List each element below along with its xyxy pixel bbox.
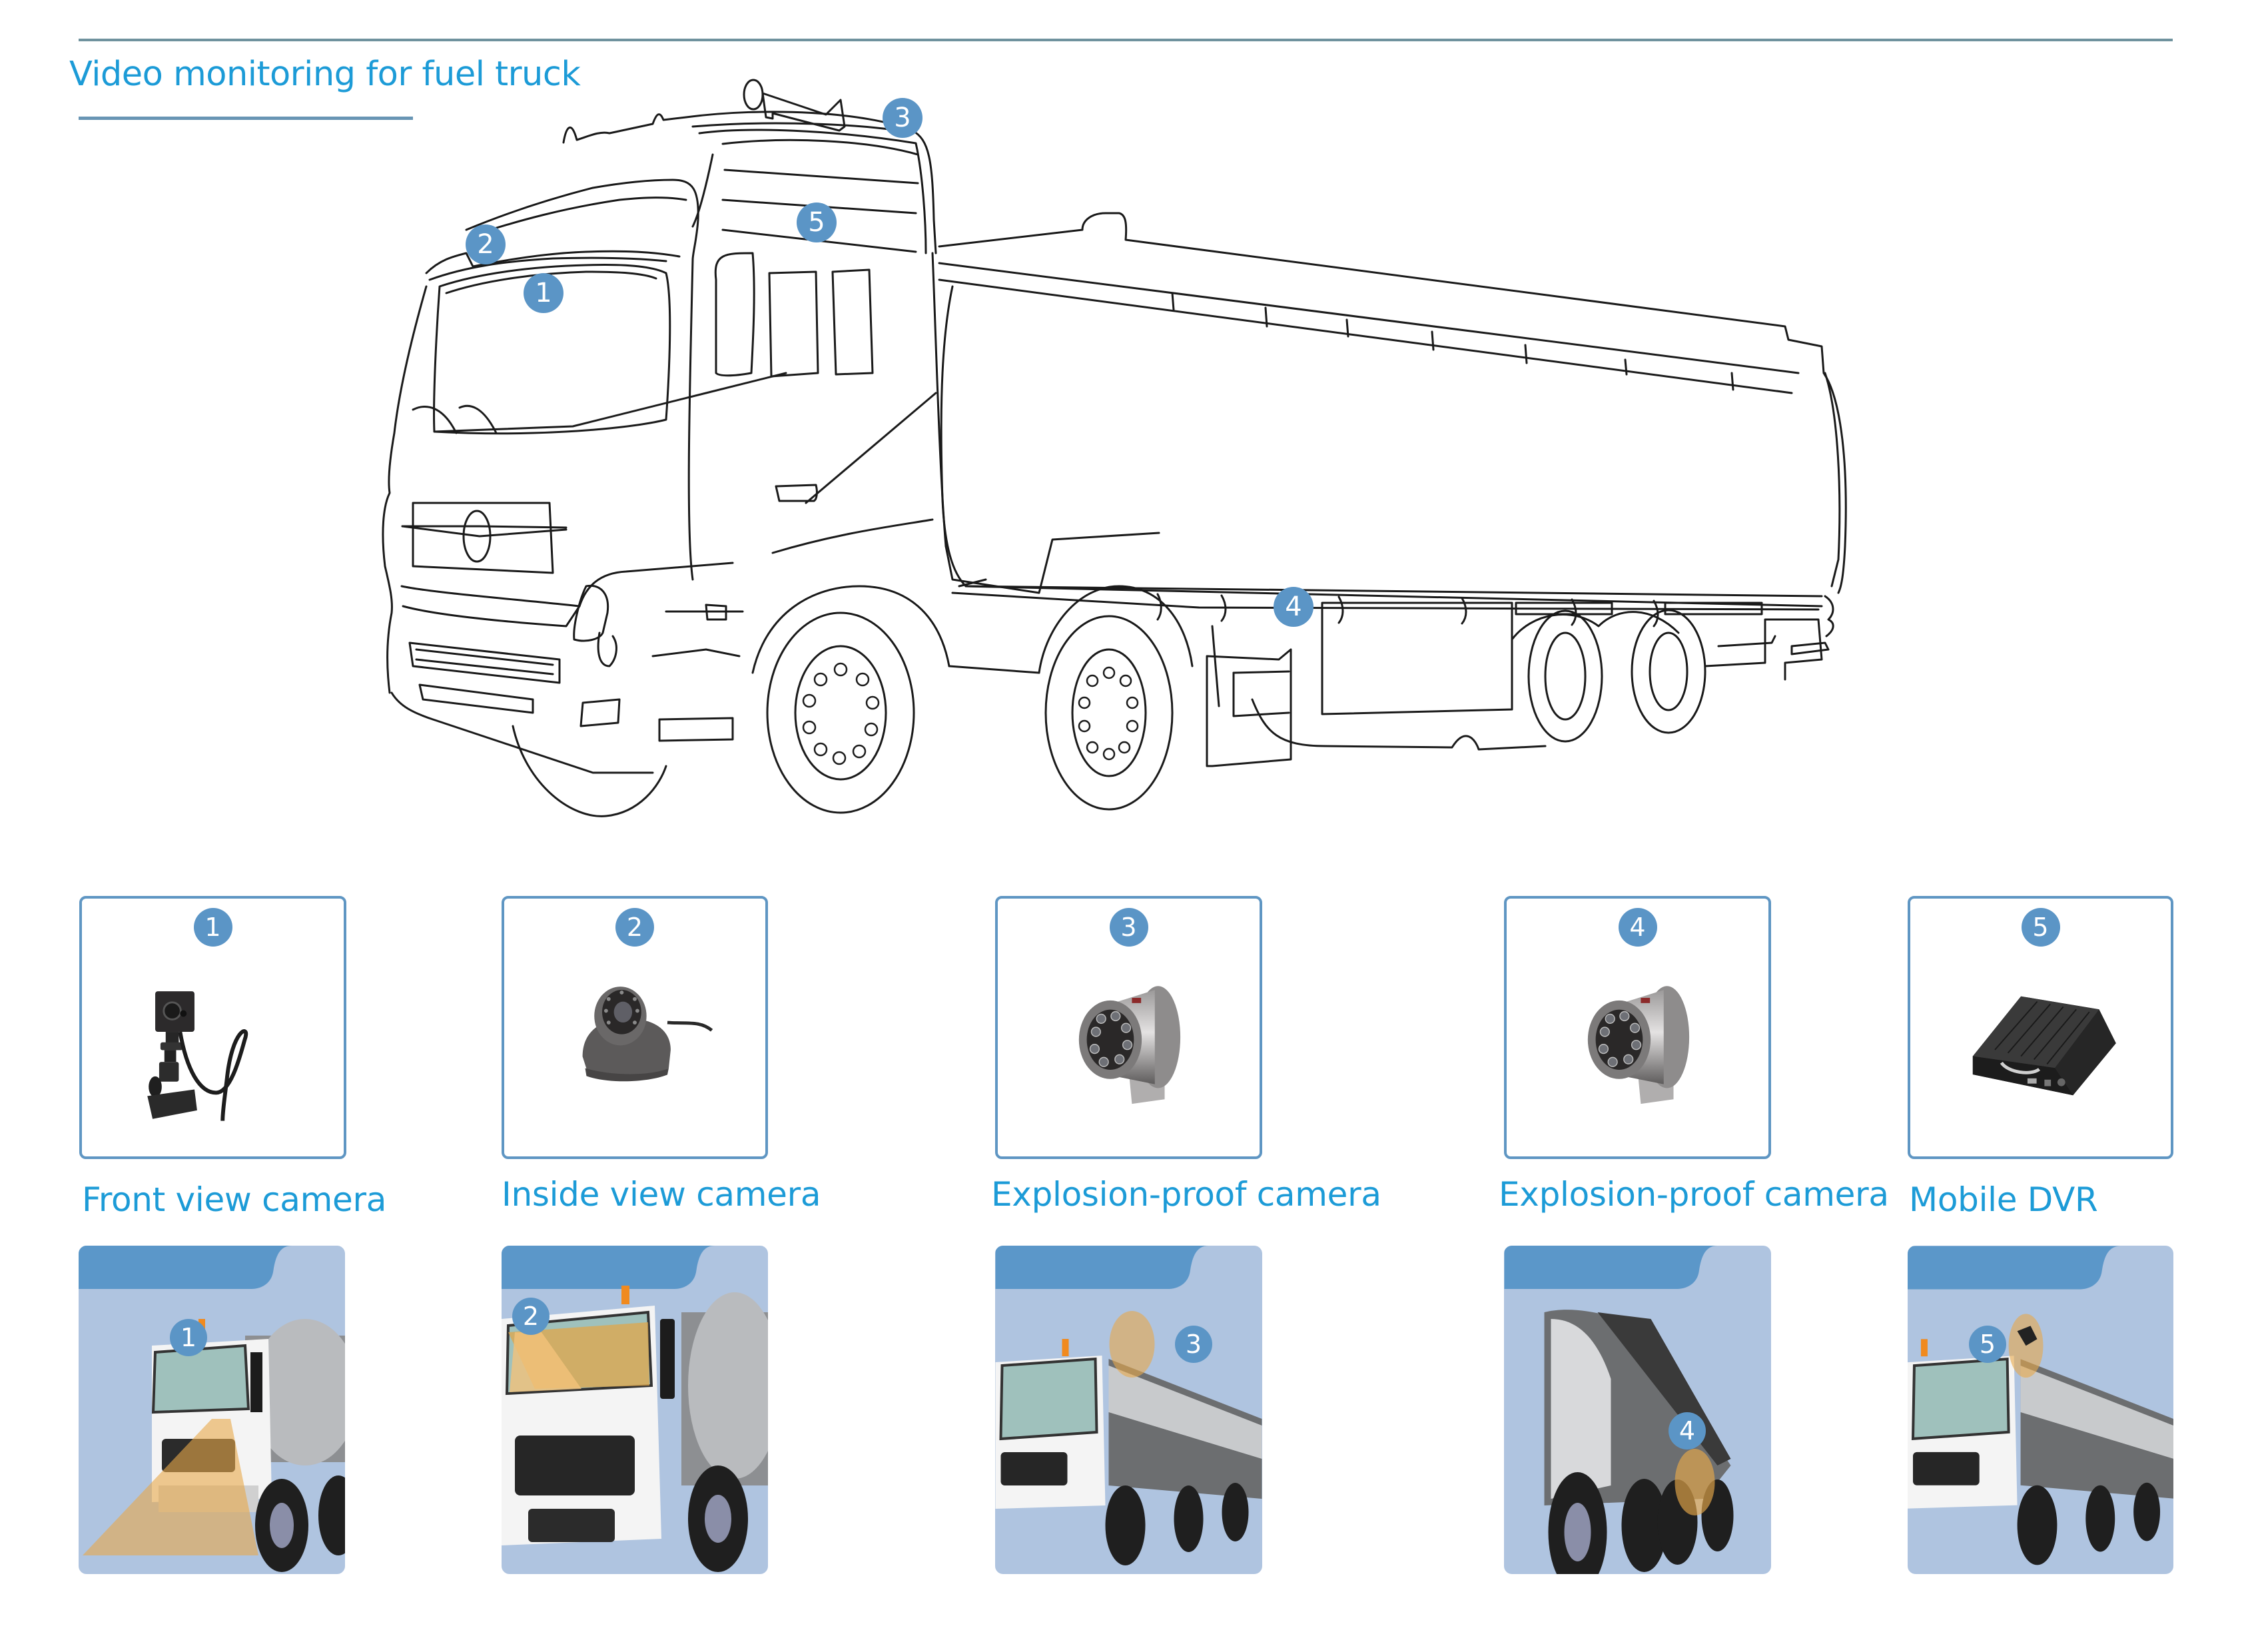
product-label-4: Explosion-proof camera	[1499, 1175, 1889, 1214]
scene-tab	[1504, 1246, 1718, 1289]
page-title: Video monitoring for fuel truck	[69, 55, 581, 94]
truck-dvr-mount-illustration	[1908, 1246, 2173, 1565]
scene-tab	[502, 1246, 715, 1289]
mini-camera-with-bracket-icon	[147, 991, 248, 1121]
product-label-5: Mobile DVR	[1909, 1180, 2098, 1219]
scene-tab	[79, 1246, 292, 1289]
truck-roof-camera-illustration	[995, 1246, 1262, 1565]
diagram-marker-4: 4	[1274, 587, 1313, 627]
product-card-3: 3	[995, 896, 1262, 1159]
diagram-marker-5: 5	[797, 203, 837, 242]
scene-badge: 5	[1969, 1326, 2006, 1363]
diagram-marker-3: 3	[883, 98, 923, 138]
roof-horn	[743, 79, 846, 132]
scene-card-1: 1	[79, 1246, 345, 1574]
explosion-proof-camera-icon	[1587, 986, 1690, 1104]
product-label-1: Front view camera	[82, 1180, 387, 1219]
mobile-dvr-icon	[1972, 996, 2116, 1096]
product-card-2: 2	[502, 896, 768, 1159]
product-badge: 2	[615, 908, 654, 947]
scene-card-4: 4	[1504, 1246, 1771, 1574]
product-card-4: 4	[1504, 896, 1771, 1159]
product-card-5: 5	[1908, 896, 2173, 1159]
product-label-3: Explosion-proof camera	[991, 1175, 1381, 1214]
title-underline	[79, 117, 413, 120]
product-label-2: Inside view camera	[502, 1175, 821, 1214]
top-divider	[79, 39, 2173, 41]
explosion-proof-camera-icon	[1078, 986, 1181, 1104]
product-badge: 1	[193, 908, 232, 947]
diagram-marker-2: 2	[466, 224, 506, 264]
dome-camera-icon	[582, 987, 713, 1082]
scene-tab	[995, 1246, 1209, 1289]
product-badge: 4	[1618, 908, 1657, 947]
truck-cab-interior-coverage-illustration	[502, 1246, 768, 1572]
scene-tab	[1908, 1246, 2121, 1290]
product-badge: 5	[2021, 908, 2060, 947]
product-badge: 3	[1109, 908, 1148, 947]
diagram-marker-1: 1	[524, 273, 563, 313]
scene-badge: 3	[1175, 1326, 1212, 1363]
scene-card-3: 3	[995, 1246, 1262, 1574]
scene-card-2: 2	[502, 1246, 768, 1574]
scene-badge: 2	[512, 1298, 550, 1335]
scene-badge: 1	[170, 1319, 207, 1356]
second-wheel-lugs	[1078, 666, 1139, 761]
scene-card-5: 5	[1908, 1246, 2173, 1574]
front-wheel-lugs	[802, 662, 880, 765]
truck-front-coverage-illustration	[79, 1246, 345, 1572]
scene-badge: 4	[1669, 1412, 1706, 1449]
truck-tank-side-camera-illustration	[1504, 1246, 1734, 1574]
product-card-1: 1	[79, 896, 346, 1159]
fuel-tank	[938, 212, 1847, 637]
fuel-truck-diagram	[382, 79, 1847, 817]
